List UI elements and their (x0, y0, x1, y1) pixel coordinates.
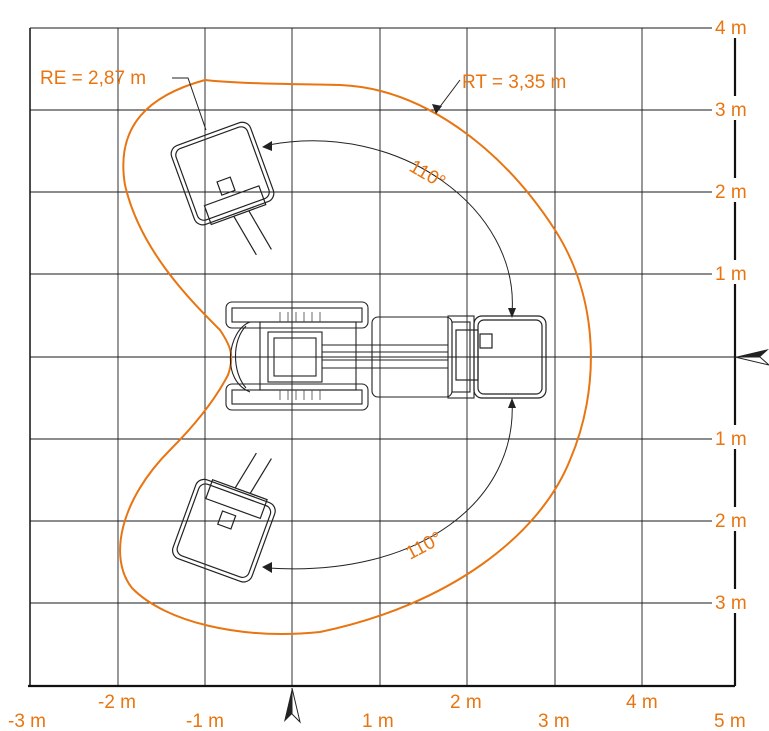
y-tick-label: 2 m (715, 511, 747, 532)
platform-right (455, 315, 547, 399)
rotation-arcs (267, 140, 513, 570)
chassis-detail (279, 312, 321, 400)
arc-arrowheads (262, 141, 516, 573)
x-tick-label: -3 m (8, 711, 46, 731)
y-tick-label: 1 m (715, 429, 747, 450)
x-tick-label: 5 m (714, 711, 746, 731)
y-axis-labels: 4 m 3 m 2 m 1 m 1 m 2 m 3 m (712, 14, 762, 614)
grid (29, 27, 735, 686)
x-tick-label: 3 m (538, 711, 570, 731)
x-tick-label: 4 m (626, 692, 658, 713)
angle-label-top: 110° (406, 156, 449, 193)
y-tick-label: 4 m (715, 18, 747, 39)
rt-pointer (432, 104, 442, 114)
side-arrow-icon (734, 349, 769, 366)
platform-bottom-left (171, 452, 276, 583)
rt-label: RT = 3,35 m (462, 72, 566, 93)
chassis (225, 301, 475, 411)
x-tick-label: 1 m (362, 711, 394, 731)
y-tick-label: 2 m (715, 182, 747, 203)
angle-label-bottom: 110° (402, 528, 445, 564)
x-tick-label: -1 m (186, 711, 224, 731)
y-tick-label: 3 m (715, 593, 747, 614)
platform-top-left (170, 121, 275, 256)
north-arrow-icon (284, 687, 301, 724)
working-envelope (119, 78, 592, 635)
y-tick-label: 1 m (715, 264, 747, 285)
re-label: RE = 2,87 m (40, 68, 146, 89)
x-axis-labels: -2 m 2 m 4 m -3 m -1 m 1 m 3 m 5 m (8, 692, 746, 731)
y-tick-label: 3 m (715, 100, 747, 121)
x-tick-label: -2 m (98, 692, 136, 713)
x-tick-label: 2 m (450, 692, 482, 713)
